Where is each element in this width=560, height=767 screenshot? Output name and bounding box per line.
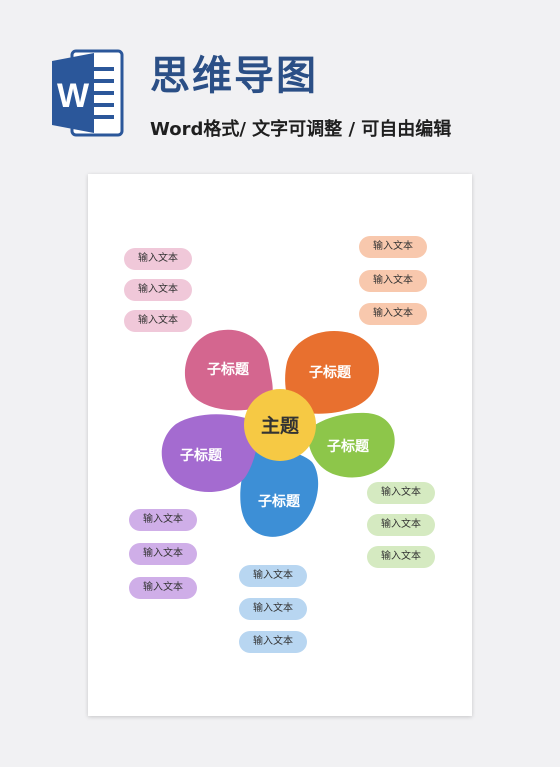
page-subtitle: Word格式/ 文字可调整 / 可自由编辑 <box>150 119 452 140</box>
text-box-pink-3[interactable]: 输入文本 <box>124 310 192 332</box>
text-box-blue-1[interactable]: 输入文本 <box>239 565 307 587</box>
petal-left <box>161 414 262 493</box>
text-box-green-2[interactable]: 输入文本 <box>367 514 435 536</box>
petal-label-bottom: 子标题 <box>258 493 301 510</box>
text-box-orange-2[interactable]: 输入文本 <box>359 270 427 292</box>
center-node <box>244 389 316 461</box>
text-box-purple-3[interactable]: 输入文本 <box>129 577 197 599</box>
petal-top-left <box>184 329 273 411</box>
text-box-green-1[interactable]: 输入文本 <box>367 482 435 504</box>
petal-top-right <box>285 331 380 414</box>
petal-label-top-right: 子标题 <box>309 364 352 381</box>
word-logo-icon: W <box>52 49 124 137</box>
text-box-pink-1[interactable]: 输入文本 <box>124 248 192 270</box>
text-box-blue-2[interactable]: 输入文本 <box>239 598 307 620</box>
text-box-orange-3[interactable]: 输入文本 <box>359 303 427 325</box>
text-box-purple-2[interactable]: 输入文本 <box>129 543 197 565</box>
text-box-purple-1[interactable]: 输入文本 <box>129 509 197 531</box>
text-box-blue-3[interactable]: 输入文本 <box>239 631 307 653</box>
text-box-green-3[interactable]: 输入文本 <box>367 546 435 568</box>
petal-label-top-left: 子标题 <box>207 361 250 378</box>
petal-right <box>307 412 395 478</box>
center-label: 主题 <box>261 415 299 437</box>
text-box-orange-1[interactable]: 输入文本 <box>359 236 427 258</box>
text-box-pink-2[interactable]: 输入文本 <box>124 279 192 301</box>
logo-letter: W <box>57 77 90 115</box>
petal-bottom <box>240 440 319 537</box>
petal-label-right: 子标题 <box>327 438 370 455</box>
petal-label-left: 子标题 <box>180 447 223 464</box>
page-title: 思维导图 <box>150 53 318 99</box>
